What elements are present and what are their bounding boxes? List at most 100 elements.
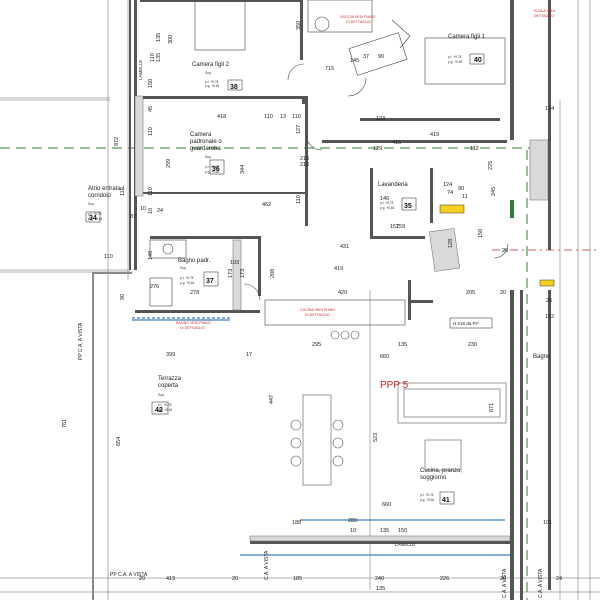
room-number: 34 — [89, 215, 97, 222]
room-info: p.g. +5.64 — [205, 170, 219, 174]
room-name: Bagno padr. — [178, 258, 211, 264]
dim-label: 135 — [376, 586, 385, 592]
room-info: p.f. +5.78 — [448, 55, 462, 59]
room-number: 41 — [442, 497, 450, 504]
dim-label: 150 — [398, 528, 407, 534]
room-info: Sup. — [205, 155, 212, 159]
note-cucina-2: DI DETTAGLIO — [305, 313, 330, 317]
room-info: p.f. +5.78 — [380, 201, 394, 205]
dim-label: 671 — [489, 403, 495, 412]
dim-label: 173 — [240, 269, 246, 278]
room-number: 36 — [212, 166, 220, 173]
dim-label: 101 — [543, 520, 552, 526]
dim-label: 112 — [470, 146, 479, 152]
dim-label: 245 — [491, 187, 497, 196]
room-terrazza: Terrazza coperta Sup. p.f. +5.78 p.g. +5… — [151, 376, 182, 415]
dim-label: 17 — [246, 352, 252, 358]
dim-label: 135 — [380, 528, 389, 534]
room-bagno-right: Bagno — [533, 354, 551, 360]
dim-label: 110 — [104, 254, 113, 260]
room-info: p.f. +5.78 — [88, 212, 102, 216]
room-info: p.g. +5.64 — [88, 217, 102, 221]
dim-label: 20 — [500, 290, 506, 296]
dim-label: 462 — [262, 202, 271, 208]
dim-label: 25 — [546, 298, 552, 304]
room-atrio: Atrio entrata / corridoio Sup. p.f. +5.7… — [85, 186, 124, 223]
room-number: 35 — [404, 203, 412, 210]
note-scala-1: SCALA VEDI — [534, 9, 555, 13]
dim-label: 420 — [338, 290, 347, 296]
room-info: Sup. — [180, 266, 187, 270]
dim-label: 872 — [114, 137, 120, 146]
ca-vista-short-3: C.A. A VISTA — [538, 568, 544, 598]
dim-label: 148 — [148, 251, 154, 260]
dim-label: 20 — [232, 576, 238, 582]
room-info: Sup. — [158, 393, 165, 397]
dim-label: 110 — [148, 187, 154, 196]
room-name: corridoio — [88, 193, 112, 199]
dim-label: 415 — [392, 140, 401, 146]
room-number: 37 — [206, 278, 214, 285]
dim-label: 146 — [380, 196, 389, 202]
dim-label: 188 — [292, 520, 301, 526]
room-name: Camera figli 1 — [448, 34, 486, 40]
dim-label: 205 — [466, 290, 475, 296]
note-bagno-1: BAGNO VEDI PIANO — [176, 321, 211, 325]
green-marker — [510, 200, 514, 218]
dim-label: 45 — [148, 106, 154, 112]
dim-label: 230 — [468, 342, 477, 348]
dim-label: 135 — [398, 342, 407, 348]
dim-label: 127 — [296, 125, 302, 134]
room-info: Sup. — [88, 202, 95, 206]
dim-label: 419 — [430, 132, 439, 138]
dim-label: 157 — [390, 224, 399, 230]
room-name: coperta — [158, 383, 179, 389]
dim-label: 145 — [350, 58, 359, 64]
dim-label: 276 — [150, 284, 159, 290]
dim-label: 11 — [462, 194, 468, 200]
dim-label: 150 — [478, 229, 484, 238]
dim-label: 123 — [376, 116, 385, 122]
yellow-marker — [439, 204, 465, 214]
dim-label: 134 — [545, 106, 554, 112]
dim-label: 90 — [458, 186, 464, 192]
note-cucina-1: CUCINA VEDI PIANO — [300, 308, 335, 312]
dim-label: 660 — [380, 354, 389, 360]
room-info: p.g. +5.64 — [448, 60, 462, 64]
room-info: p.f. +5.78 — [420, 493, 434, 497]
dim-label: 20 — [139, 576, 145, 582]
dim-label: 37 — [363, 54, 369, 60]
dim-label: 523 — [373, 433, 379, 442]
room-camera-figli-1: Camera figli 1 p.f. +5.78 p.g. +5.64 40 — [424, 34, 506, 85]
wardrobe-hatch — [134, 95, 144, 197]
dim-label: 110 — [148, 127, 154, 136]
dim-label: 660 — [382, 502, 391, 508]
dim-label: 74 — [447, 190, 453, 196]
dim-label: 110 — [120, 187, 126, 196]
dim-label: 128 — [448, 239, 454, 248]
room-info: p.g. +5.64 — [205, 84, 219, 88]
dim-label: 344 — [240, 165, 246, 174]
dim-label: 110 — [150, 53, 156, 62]
room-name: padronale o — [190, 139, 222, 145]
dim-label: 159 — [396, 224, 405, 230]
dim-label: 124 — [443, 182, 452, 188]
dim-label: 654 — [116, 437, 122, 446]
dim-label: 90 — [120, 294, 126, 300]
dim-label: 10 — [148, 208, 154, 214]
dim-label: 129 — [373, 146, 382, 152]
room-number: 42 — [155, 407, 163, 414]
room-info: p.g. +5.64 — [158, 408, 172, 412]
room-name: Bagno — [533, 354, 551, 360]
room-name: soggiorno — [420, 475, 447, 481]
dim-label: 240 — [375, 576, 384, 582]
dim-label: 225 — [488, 161, 494, 170]
dim-label: 447 — [269, 395, 275, 404]
shaft-hatch — [232, 239, 242, 311]
ca-vista-short-1: C.A. A VISTA — [264, 550, 270, 580]
room-name: Camera — [190, 132, 212, 138]
dim-label: 399 — [166, 352, 175, 358]
dim-label: 13 — [280, 114, 286, 120]
